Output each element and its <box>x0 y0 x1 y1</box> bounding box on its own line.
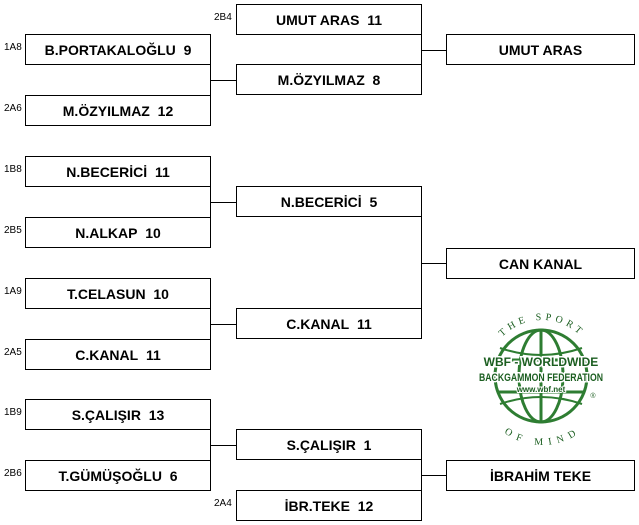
player-score: 11 <box>154 163 170 180</box>
match-box-r1-5: T.CELASUN 10 <box>25 278 211 309</box>
seed-label: 2A6 <box>4 103 22 114</box>
player-score: 8 <box>372 71 381 88</box>
player-name: N.ALKAP <box>75 224 138 241</box>
bracket-line <box>421 475 446 476</box>
match-box-r3-3: İBRAHİM TEKE <box>446 460 635 491</box>
logo-bottom-text: OF MIND <box>503 426 578 448</box>
player-score: 11 <box>356 315 372 332</box>
seed-label: 2B5 <box>4 225 22 236</box>
player-score: 5 <box>369 193 378 210</box>
bracket-line <box>210 202 236 203</box>
player-score: 6 <box>169 467 178 484</box>
match-box-r2-5: S.ÇALIŞIR 1 <box>236 429 422 460</box>
player-name: İBR.TEKE <box>284 497 350 514</box>
bracket-line <box>210 445 236 446</box>
player-score: 10 <box>153 285 169 302</box>
player-name: T.CELASUN <box>67 285 146 302</box>
player-score: 9 <box>183 41 192 58</box>
logo-url: www.wbf.net <box>516 385 566 394</box>
match-box-r1-4: N.ALKAP 10 <box>25 217 211 248</box>
player-score: 13 <box>148 406 165 423</box>
match-box-r1-1: B.PORTAKALOĞLU 9 <box>25 34 211 65</box>
player-name: C.KANAL <box>286 315 350 332</box>
player-name: İBRAHİM TEKE <box>489 467 592 484</box>
seed-label: 1A8 <box>4 42 22 53</box>
player-score: 12 <box>157 102 174 119</box>
bracket-line <box>210 80 236 81</box>
player-name: T.GÜMÜŞOĞLU <box>58 467 162 484</box>
match-box-r1-7: S.ÇALIŞIR 13 <box>25 399 211 430</box>
match-box-r2-4: C.KANAL 11 <box>236 308 422 339</box>
svg-text:OF MIND: OF MIND <box>503 426 582 448</box>
match-box-r2-6: İBR.TEKE 12 <box>236 490 422 521</box>
player-name: B.PORTAKALOĞLU <box>44 41 176 58</box>
seed-label: 2A5 <box>4 347 22 358</box>
registered-mark: ® <box>590 392 596 400</box>
player-score: 10 <box>145 224 161 241</box>
player-name: CAN KANAL <box>498 255 583 272</box>
seed-label: 2B6 <box>4 468 22 479</box>
player-name: C.KANAL <box>75 346 139 363</box>
globe-icon <box>493 328 589 424</box>
player-score: 11 <box>367 11 383 28</box>
player-score: 12 <box>357 497 374 514</box>
match-box-r1-3: N.BECERİCİ 11 <box>25 156 211 187</box>
seed-label: 2A4 <box>214 498 232 509</box>
match-box-r2-3: N.BECERİCİ 5 <box>236 186 422 217</box>
match-box-r3-2: CAN KANAL <box>446 248 635 279</box>
player-name: N.BECERİCİ <box>280 193 362 210</box>
bracket-line <box>421 263 446 264</box>
logo-line2: BACKGAMMON FEDERATION <box>479 372 603 384</box>
match-box-r2-2: M.ÖZYILMAZ 8 <box>236 64 422 95</box>
bracket-line <box>421 50 446 51</box>
player-name: M.ÖZYILMAZ <box>62 102 150 119</box>
match-box-r3-1: UMUT ARAS <box>446 34 635 65</box>
match-box-r2-1: UMUT ARAS 11 <box>236 4 422 35</box>
player-name: S.ÇALIŞIR <box>71 406 141 423</box>
player-name: M.ÖZYILMAZ <box>277 71 365 88</box>
match-box-r1-2: M.ÖZYILMAZ 12 <box>25 95 211 126</box>
player-name: UMUT ARAS <box>498 41 583 58</box>
player-name: UMUT ARAS <box>275 11 360 28</box>
match-box-r1-8: T.GÜMÜŞOĞLU 6 <box>25 460 211 491</box>
seed-label: 1A9 <box>4 286 22 297</box>
logo-line1: WBF - WORLDWIDE <box>484 355 599 369</box>
player-score: 1 <box>363 436 372 453</box>
player-name: N.BECERİCİ <box>66 163 148 180</box>
player-score: 11 <box>145 346 161 363</box>
match-box-r1-6: C.KANAL 11 <box>25 339 211 370</box>
seed-label: 1B8 <box>4 164 22 175</box>
seed-label: 2B4 <box>214 12 232 23</box>
seed-label: 1B9 <box>4 407 22 418</box>
player-name: S.ÇALIŞIR <box>286 436 356 453</box>
bracket-line <box>210 324 236 325</box>
